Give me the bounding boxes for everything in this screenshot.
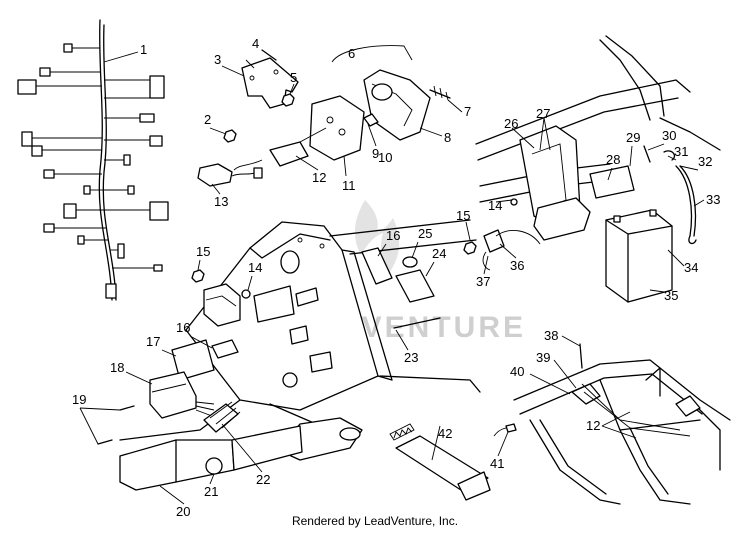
wiring-harness <box>17 19 169 301</box>
callout-15-left: 15 <box>196 244 210 259</box>
callout-9: 9 <box>372 146 379 161</box>
callout-31: 31 <box>674 144 688 159</box>
callout-5: 5 <box>290 70 297 85</box>
callout-8: 8 <box>444 130 451 145</box>
callout-33: 33 <box>706 192 720 207</box>
callout-28: 28 <box>606 152 620 167</box>
callout-14-left: 14 <box>248 260 262 275</box>
callout-27: 27 <box>536 106 550 121</box>
callout-7: 7 <box>464 104 471 119</box>
callout-23: 23 <box>404 350 418 365</box>
callout-13: 13 <box>214 194 228 209</box>
callout-40: 40 <box>510 364 524 379</box>
rear-frame <box>463 35 721 303</box>
callout-34: 34 <box>684 260 698 275</box>
callout-21: 21 <box>204 484 218 499</box>
callout-3: 3 <box>214 52 221 67</box>
callout-11: 11 <box>342 178 356 193</box>
callout-25: 25 <box>418 226 432 241</box>
callout-24: 24 <box>432 246 446 261</box>
callout-20: 20 <box>176 504 190 519</box>
callout-6: 6 <box>348 46 355 61</box>
frame-plate <box>119 219 481 461</box>
callout-39: 39 <box>536 350 550 365</box>
callout-42: 42 <box>438 426 452 441</box>
leader-lines <box>79 65 705 505</box>
callout-15-right: 15 <box>456 208 470 223</box>
front-frame <box>493 343 731 505</box>
fasteners-left <box>191 269 251 327</box>
callout-37: 37 <box>476 274 490 289</box>
callout-16-bottom: 16 <box>176 320 190 335</box>
callout-10: 10 <box>378 150 392 165</box>
callout-12-right: 12 <box>586 418 600 433</box>
callout-labels: 1 2 3 4 5 6 7 8 9 10 11 12 13 14 14 15 1… <box>72 36 720 519</box>
callout-12: 12 <box>312 170 326 185</box>
callout-14-right: 14 <box>488 198 502 213</box>
callout-17: 17 <box>146 334 160 349</box>
callout-29: 29 <box>626 130 640 145</box>
footer-credit: Rendered by LeadVenture, Inc. <box>291 514 459 528</box>
taillight-assembly <box>197 45 451 187</box>
callout-16-top: 16 <box>386 228 400 243</box>
callout-18: 18 <box>110 360 124 375</box>
callout-19: 19 <box>72 392 86 407</box>
brackets-center <box>211 247 441 359</box>
callout-22: 22 <box>256 472 270 487</box>
callout-4: 4 <box>252 36 259 51</box>
callout-32: 32 <box>698 154 712 169</box>
callout-35: 35 <box>664 288 678 303</box>
callout-26: 26 <box>504 116 518 131</box>
callout-36: 36 <box>510 258 524 273</box>
callout-2: 2 <box>204 112 211 127</box>
callout-41: 41 <box>490 456 504 471</box>
strap-assembly <box>389 423 491 501</box>
callout-38: 38 <box>544 328 558 343</box>
lower-left-assembly <box>97 339 303 491</box>
callout-30: 30 <box>662 128 676 143</box>
callout-1: 1 <box>140 42 147 57</box>
